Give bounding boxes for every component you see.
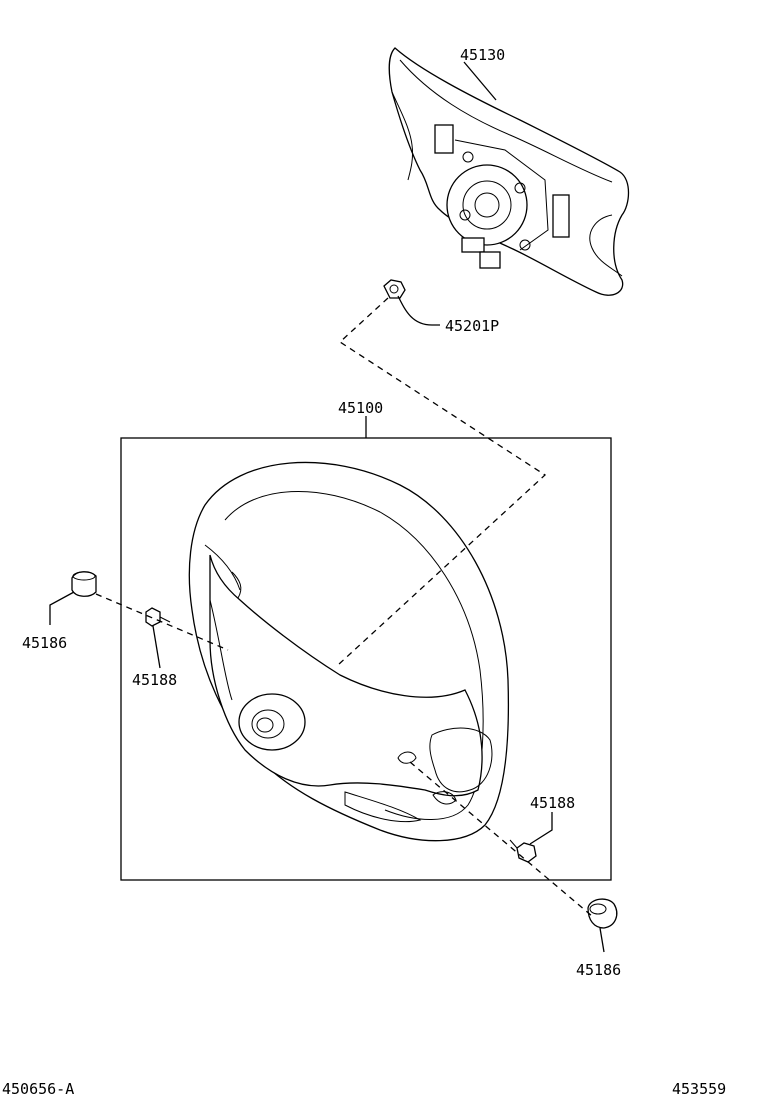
footer-right-code: 453559 [672, 1080, 726, 1098]
right-assembly-line [409, 761, 593, 917]
label-wheel: 45100 [338, 399, 383, 417]
label-cap-left: 45186 [22, 634, 67, 652]
label-screw-right: 45188 [530, 794, 575, 812]
pad-leader [463, 61, 497, 101]
steering-wheel-part [188, 461, 510, 842]
left-screw-leader [152, 625, 161, 669]
label-screw-left: 45188 [132, 671, 177, 689]
nut-leader [397, 295, 440, 326]
horn-pad-part [388, 47, 630, 296]
right-cap-leader [599, 927, 605, 953]
left-screw-part [145, 607, 171, 627]
label-cap-right: 45186 [576, 961, 621, 979]
left-cap-leader [49, 591, 75, 625]
right-cap-part [587, 898, 618, 929]
label-nut: 45201P [445, 317, 499, 335]
label-pad: 45130 [460, 46, 505, 64]
footer-left-code: 450656-A [2, 1080, 74, 1098]
left-cap-part [71, 571, 97, 597]
right-screw-leader [529, 812, 553, 845]
left-assembly-line [95, 593, 229, 651]
nut-part [383, 279, 406, 299]
nut-assembly-line [337, 297, 547, 666]
